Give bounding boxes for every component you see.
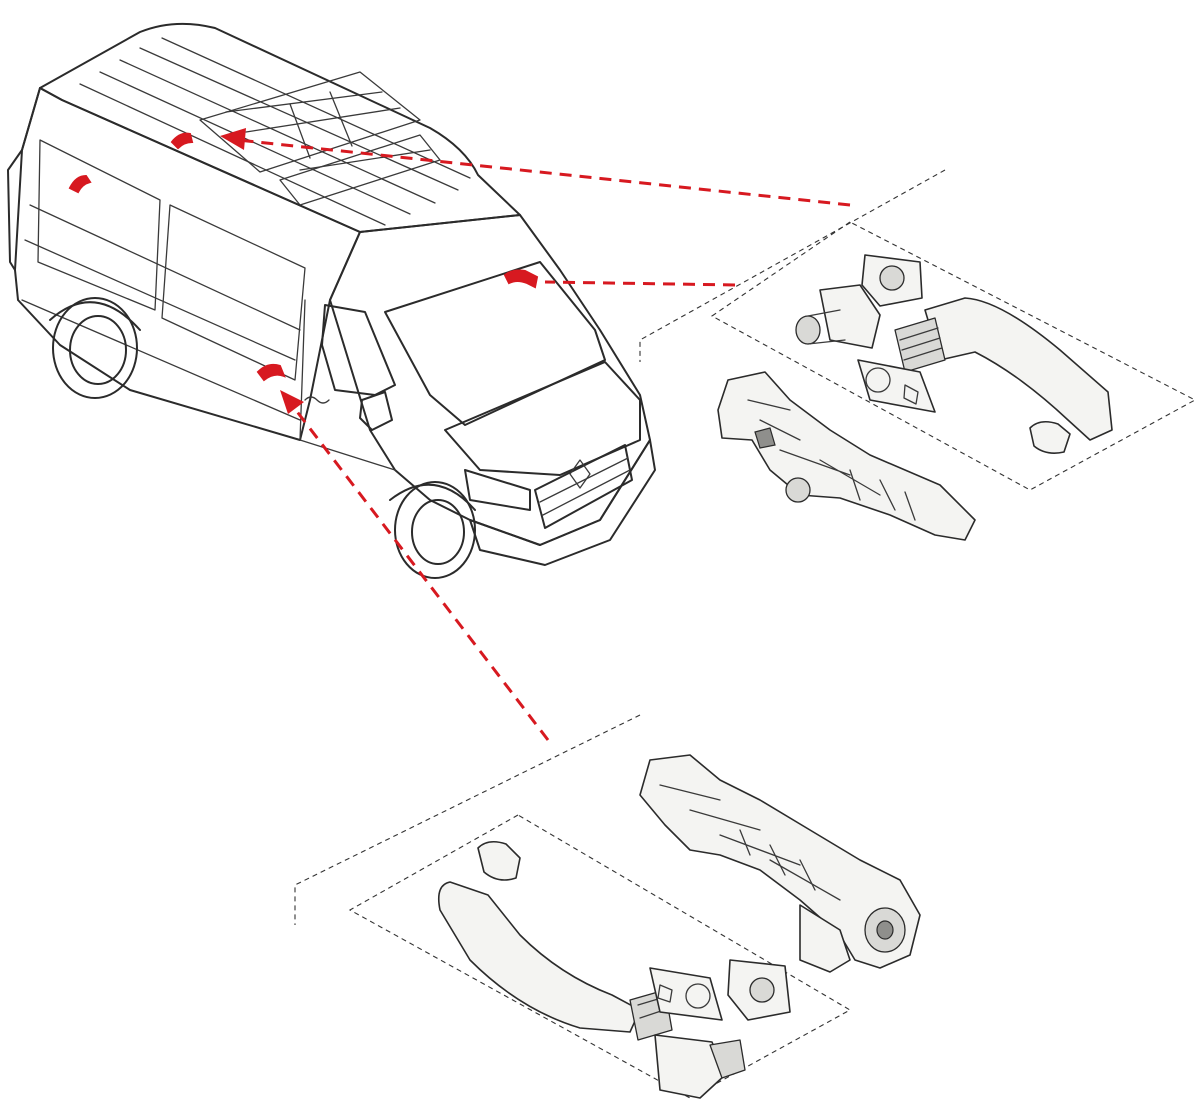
front-door-handle-marker (503, 269, 539, 289)
upper-small-seal (1029, 420, 1071, 454)
roof-ribs (79, 37, 471, 226)
mirror (359, 391, 393, 431)
lower-kit-outer-box (294, 714, 641, 925)
upper-outer-handle (894, 297, 1113, 441)
upper-carrier-frame (717, 371, 976, 541)
lower-lock-cylinder (654, 1034, 746, 1099)
callout-arrowhead-lower (280, 390, 304, 414)
side-badge (304, 396, 330, 404)
upper-lock-cylinder (795, 284, 881, 349)
callout-arrows (220, 128, 851, 741)
lower-outer-handle (437, 881, 673, 1041)
upper-handle-kit (639, 169, 1197, 541)
van (7, 22, 656, 579)
rear-wheel (49, 297, 141, 399)
rear-side-handle-marker (68, 174, 92, 194)
rear-roof-handle-marker (170, 132, 194, 150)
side-window (321, 304, 396, 396)
hood (444, 361, 641, 476)
lower-small-seal (477, 840, 521, 881)
sliding-door-handle-marker (256, 363, 286, 382)
callout-line-rear (237, 138, 851, 207)
van-side (14, 87, 361, 441)
lower-handle-kit (294, 714, 921, 1099)
side-panels (21, 139, 306, 421)
lower-kit-inner-box (348, 814, 852, 1099)
front-door-line (299, 299, 396, 471)
windshield (384, 261, 606, 426)
upper-kit-inner-box (710, 221, 1197, 491)
upper-kit-outer-box (639, 169, 946, 362)
lower-gasket (649, 967, 723, 1021)
headlight (464, 469, 531, 511)
grille (534, 444, 633, 529)
roof-rack (199, 71, 441, 206)
callout-arrowhead-rear (220, 128, 246, 150)
van-rear (7, 87, 41, 271)
lower-carrier-frame (639, 754, 921, 973)
lower-end-cap (727, 959, 791, 1021)
callout-line-front (544, 280, 736, 287)
upper-end-cap (861, 254, 923, 307)
upper-gasket (857, 359, 936, 413)
front-bumper (469, 439, 656, 566)
front-wheel (389, 481, 476, 579)
callout-line-lower (290, 404, 550, 741)
van-roof (39, 22, 521, 233)
